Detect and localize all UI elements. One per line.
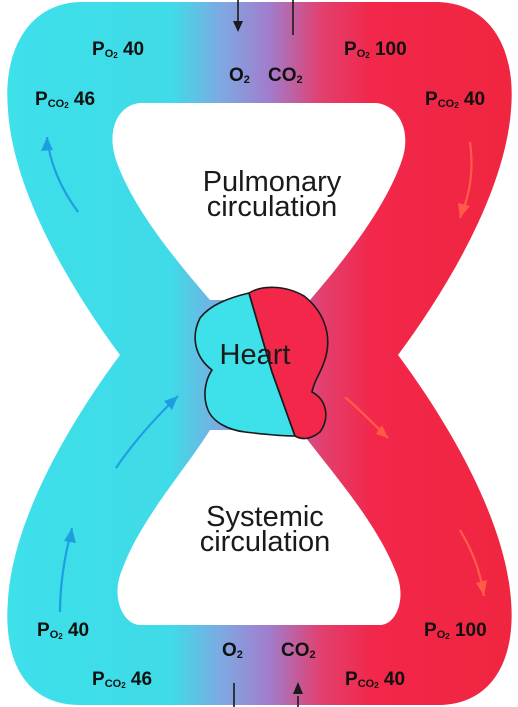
systemic-circulation-title: Systemic circulation xyxy=(165,505,365,555)
bottom-right-po2-label: PO2 100 xyxy=(424,621,487,640)
bottom-left-pco2-label: PCO2 46 xyxy=(92,670,152,689)
heart-label: Heart xyxy=(195,343,315,368)
top-right-pco2-label: PCO2 40 xyxy=(425,90,485,109)
pulmonary-circulation-title: Pulmonary circulation xyxy=(172,170,372,220)
bottom-co2-label: CO2 xyxy=(281,641,316,660)
top-o2-label: O2 xyxy=(229,66,250,85)
systemic-title-line2: circulation xyxy=(165,530,365,555)
bottom-right-pco2-label: PCO2 40 xyxy=(345,670,405,689)
bottom-o2-label: O2 xyxy=(222,641,243,660)
pulmonary-title-line2: circulation xyxy=(172,195,372,220)
bottom-left-po2-label: PO2 40 xyxy=(37,621,89,640)
top-right-po2-label: PO2 100 xyxy=(344,40,407,59)
top-co2-label: CO2 xyxy=(268,66,303,85)
top-left-po2-label: PO2 40 xyxy=(92,40,144,59)
top-left-pco2-label: PCO2 46 xyxy=(35,90,95,109)
